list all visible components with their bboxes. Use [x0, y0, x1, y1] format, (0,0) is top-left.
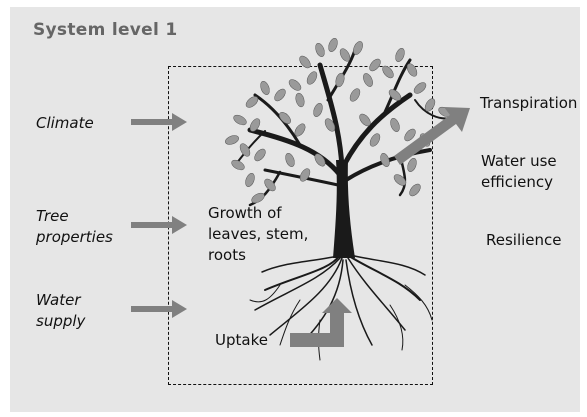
system-level-title: System level 1: [33, 20, 178, 40]
uptake-label: Uptake: [215, 331, 268, 349]
climate-label: Climate: [36, 114, 94, 132]
water-use-efficiency-label-line2: efficiency: [481, 173, 554, 191]
uptake-arrow: [290, 298, 352, 347]
water-supply-label-line1: Water: [36, 291, 81, 309]
climate-arrow: [131, 113, 187, 131]
growth-label-line3: roots: [208, 246, 246, 264]
tree-properties-label-line1: Tree: [36, 207, 69, 225]
water-use-efficiency-label-line1: Water use: [481, 152, 557, 170]
growth-label-line1: Growth of: [208, 204, 282, 222]
water-supply-arrow: [131, 300, 187, 318]
growth-label-line2: leaves, stem,: [208, 225, 309, 243]
resilience-label: Resilience: [486, 231, 562, 249]
tree-branches: [234, 48, 451, 207]
transpiration-label: Transpiration: [480, 94, 578, 112]
tree-properties-label-line2: properties: [36, 228, 113, 246]
water-supply-label-line2: supply: [36, 312, 86, 330]
input-arrows: [131, 113, 187, 318]
tree-properties-arrow: [131, 216, 187, 234]
transpiration-arrow: [394, 107, 470, 165]
